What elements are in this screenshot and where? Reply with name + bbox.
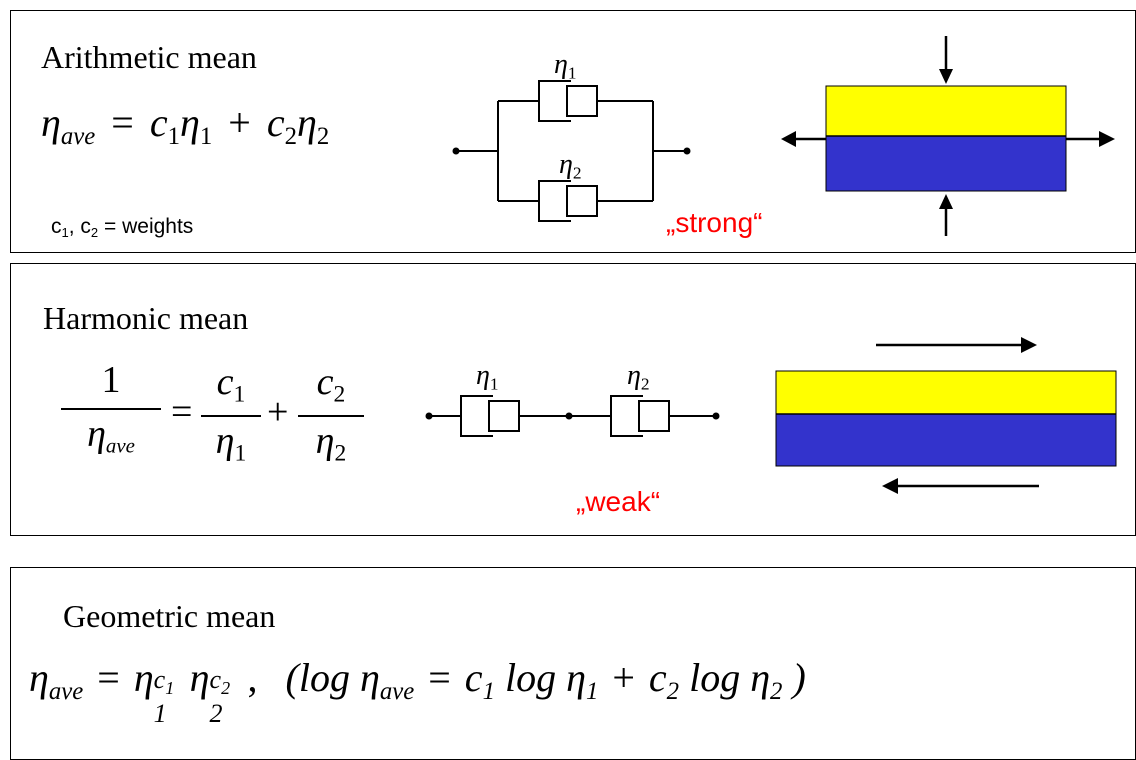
layer-shear-diagram xyxy=(775,337,1117,494)
strong-label: „strong“ xyxy=(666,207,763,238)
arithmetic-mean-panel: Arithmetic mean ηave = c1η1 + c2η2 c1, c… xyxy=(10,10,1136,253)
harmonic-equals: = xyxy=(171,391,193,433)
weak-label: „weak“ xyxy=(576,486,661,517)
dashpot-eta-2-label: η2 xyxy=(559,149,582,183)
harmonic-term-1: c1 η1 xyxy=(201,360,261,467)
series-eta-1-label: η1 xyxy=(476,360,499,394)
harmonic-lhs-fraction: 1 ηave xyxy=(61,358,161,459)
harmonic-mean-panel: Harmonic mean 1 ηave = c1 η1 + c2 η2 η1 xyxy=(10,263,1136,536)
parallel-dashpot-diagram xyxy=(452,80,691,222)
weights-note: c1, c2 = weights xyxy=(51,215,194,241)
harmonic-mean-title: Harmonic mean xyxy=(43,300,249,336)
harmonic-term-2: c2 η2 xyxy=(298,360,364,467)
arithmetic-mean-title: Arithmetic mean xyxy=(41,39,257,75)
dashpot-eta-1-label: η1 xyxy=(554,49,577,83)
series-eta-2-label: η2 xyxy=(627,360,650,394)
harmonic-plus: + xyxy=(267,391,289,433)
geometric-mean-title: Geometric mean xyxy=(63,598,276,634)
arithmetic-mean-formula: ηave = c1η1 + c2η2 xyxy=(41,100,330,150)
layer-compression-diagram xyxy=(781,36,1115,236)
series-dashpot-diagram xyxy=(425,395,720,437)
